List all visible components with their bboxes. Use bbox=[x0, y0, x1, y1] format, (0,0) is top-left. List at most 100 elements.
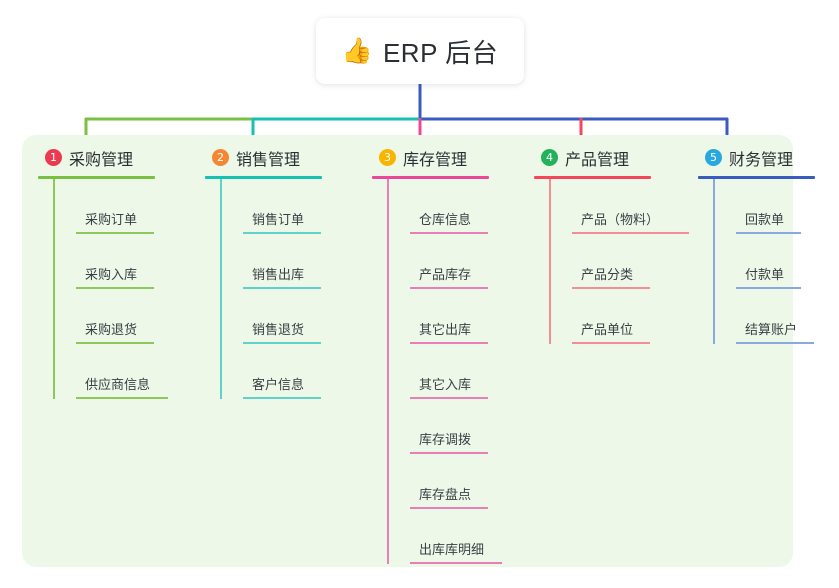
leaf-item[interactable]: 产品分类 bbox=[549, 234, 661, 289]
leaf-item[interactable]: 回款单 bbox=[713, 179, 825, 234]
leaf-label: 付款单 bbox=[745, 267, 785, 282]
leaf-label: 采购订单 bbox=[85, 212, 138, 227]
branch-title-3: 库存管理 bbox=[403, 151, 468, 169]
leaf-item[interactable]: 销售退货 bbox=[220, 289, 332, 344]
branch-header-2[interactable]: 2 销售管理 bbox=[197, 145, 332, 170]
branch-spine-3 bbox=[387, 179, 389, 564]
leaf-item[interactable]: 其它出库 bbox=[387, 289, 499, 344]
branch-title-1: 采购管理 bbox=[69, 151, 134, 169]
branch-badge-1: 1 bbox=[45, 149, 62, 166]
branch-rule-1 bbox=[38, 176, 155, 179]
leaf-item[interactable]: 产品单位 bbox=[549, 289, 661, 344]
leaf-item[interactable]: 销售出库 bbox=[220, 234, 332, 289]
branch-rule-5 bbox=[698, 176, 815, 179]
root-node[interactable]: 👍 ERP 后台 bbox=[316, 18, 524, 84]
branch-leaves-2: 销售订单 销售出库 销售退货 客户信息 bbox=[197, 179, 332, 399]
leaf-label: 库存调拨 bbox=[419, 432, 472, 447]
leaf-item[interactable]: 销售订单 bbox=[220, 179, 332, 234]
branch-column-4: 4 产品管理 产品（物料） 产品分类 产品单位 bbox=[526, 145, 689, 344]
leaf-rule bbox=[76, 287, 154, 289]
leaf-rule bbox=[572, 342, 650, 344]
leaf-rule bbox=[410, 232, 488, 234]
leaf-label: 产品单位 bbox=[581, 322, 634, 337]
leaf-label: 销售退货 bbox=[252, 322, 305, 337]
leaf-rule bbox=[243, 397, 321, 399]
leaf-rule bbox=[410, 507, 488, 509]
branch-header-1[interactable]: 1 采购管理 bbox=[30, 145, 165, 170]
leaf-item[interactable]: 结算账户 bbox=[713, 289, 825, 344]
leaf-rule bbox=[736, 287, 801, 289]
branch-title-4: 产品管理 bbox=[565, 151, 630, 169]
branch-column-2: 2 销售管理 销售订单 销售出库 销售退货 客户信息 bbox=[197, 145, 332, 399]
leaf-label: 回款单 bbox=[745, 212, 785, 227]
leaf-item[interactable]: 出库库明细 bbox=[387, 509, 502, 564]
branch-leaves-1: 采购订单 采购入库 采购退货 供应商信息 bbox=[30, 179, 168, 399]
branch-leaves-5: 回款单 付款单 结算账户 bbox=[690, 179, 825, 344]
leaf-label: 产品（物料） bbox=[581, 212, 660, 227]
branch-spine-4 bbox=[549, 179, 551, 344]
leaf-item[interactable]: 供应商信息 bbox=[53, 344, 168, 399]
leaf-label: 客户信息 bbox=[252, 377, 305, 392]
branch-rule-2 bbox=[205, 176, 322, 179]
leaf-rule bbox=[410, 287, 488, 289]
leaf-label: 产品库存 bbox=[419, 267, 472, 282]
branch-header-4[interactable]: 4 产品管理 bbox=[526, 145, 661, 170]
leaf-rule bbox=[410, 397, 488, 399]
leaf-item[interactable]: 仓库信息 bbox=[387, 179, 499, 234]
branch-title-5: 财务管理 bbox=[729, 151, 794, 169]
branch-column-1: 1 采购管理 采购订单 采购入库 采购退货 供应商信息 bbox=[30, 145, 168, 399]
branch-spine-1 bbox=[53, 179, 55, 399]
leaf-label: 出库库明细 bbox=[419, 542, 485, 557]
leaf-rule bbox=[243, 287, 321, 289]
branch-header-5[interactable]: 5 财务管理 bbox=[690, 145, 825, 170]
leaf-item[interactable]: 采购订单 bbox=[53, 179, 165, 234]
leaf-item[interactable]: 客户信息 bbox=[220, 344, 332, 399]
root-title: ERP 后台 bbox=[382, 37, 499, 68]
leaf-label: 仓库信息 bbox=[419, 212, 472, 227]
branch-header-3[interactable]: 3 库存管理 bbox=[364, 145, 499, 170]
leaf-label: 采购退货 bbox=[85, 322, 138, 337]
leaf-label: 库存盘点 bbox=[419, 487, 472, 502]
leaf-rule bbox=[736, 232, 801, 234]
leaf-item[interactable]: 采购退货 bbox=[53, 289, 165, 344]
branch-badge-5: 5 bbox=[705, 149, 722, 166]
leaf-label: 销售出库 bbox=[252, 267, 305, 282]
leaf-label: 其它出库 bbox=[419, 322, 472, 337]
leaf-item[interactable]: 采购入库 bbox=[53, 234, 165, 289]
leaf-item[interactable]: 其它入库 bbox=[387, 344, 499, 399]
leaf-label: 采购入库 bbox=[85, 267, 138, 282]
leaf-rule bbox=[410, 452, 488, 454]
branch-column-3: 3 库存管理 仓库信息 产品库存 其它出库 其它入库 库存调拨 bbox=[364, 145, 502, 564]
leaf-label: 供应商信息 bbox=[85, 377, 151, 392]
branch-rule-3 bbox=[372, 176, 489, 179]
leaf-item[interactable]: 产品库存 bbox=[387, 234, 499, 289]
branches-panel bbox=[22, 135, 793, 567]
leaf-rule bbox=[572, 232, 689, 234]
leaf-rule bbox=[76, 232, 154, 234]
thumbs-up-icon: 👍 bbox=[341, 36, 373, 65]
branch-title-2: 销售管理 bbox=[236, 151, 301, 169]
leaf-item[interactable]: 产品（物料） bbox=[549, 179, 689, 234]
leaf-rule bbox=[243, 342, 321, 344]
leaf-rule bbox=[76, 342, 154, 344]
leaf-item[interactable]: 付款单 bbox=[713, 234, 825, 289]
leaf-rule bbox=[410, 342, 488, 344]
branch-spine-5 bbox=[713, 179, 715, 344]
branch-leaves-4: 产品（物料） 产品分类 产品单位 bbox=[526, 179, 689, 344]
branch-column-5: 5 财务管理 回款单 付款单 结算账户 bbox=[690, 145, 825, 344]
branch-rule-4 bbox=[534, 176, 651, 179]
leaf-rule bbox=[76, 397, 168, 399]
leaf-rule bbox=[243, 232, 321, 234]
branch-badge-2: 2 bbox=[212, 149, 229, 166]
leaf-rule bbox=[736, 342, 814, 344]
leaf-label: 销售订单 bbox=[252, 212, 305, 227]
branch-badge-4: 4 bbox=[541, 149, 558, 166]
leaf-item[interactable]: 库存调拨 bbox=[387, 399, 499, 454]
branch-badge-3: 3 bbox=[379, 149, 396, 166]
leaf-item[interactable]: 库存盘点 bbox=[387, 454, 499, 509]
leaf-label: 产品分类 bbox=[581, 267, 634, 282]
branch-leaves-3: 仓库信息 产品库存 其它出库 其它入库 库存调拨 库存盘点 bbox=[364, 179, 502, 564]
leaf-label: 结算账户 bbox=[745, 322, 798, 337]
leaf-rule bbox=[572, 287, 650, 289]
